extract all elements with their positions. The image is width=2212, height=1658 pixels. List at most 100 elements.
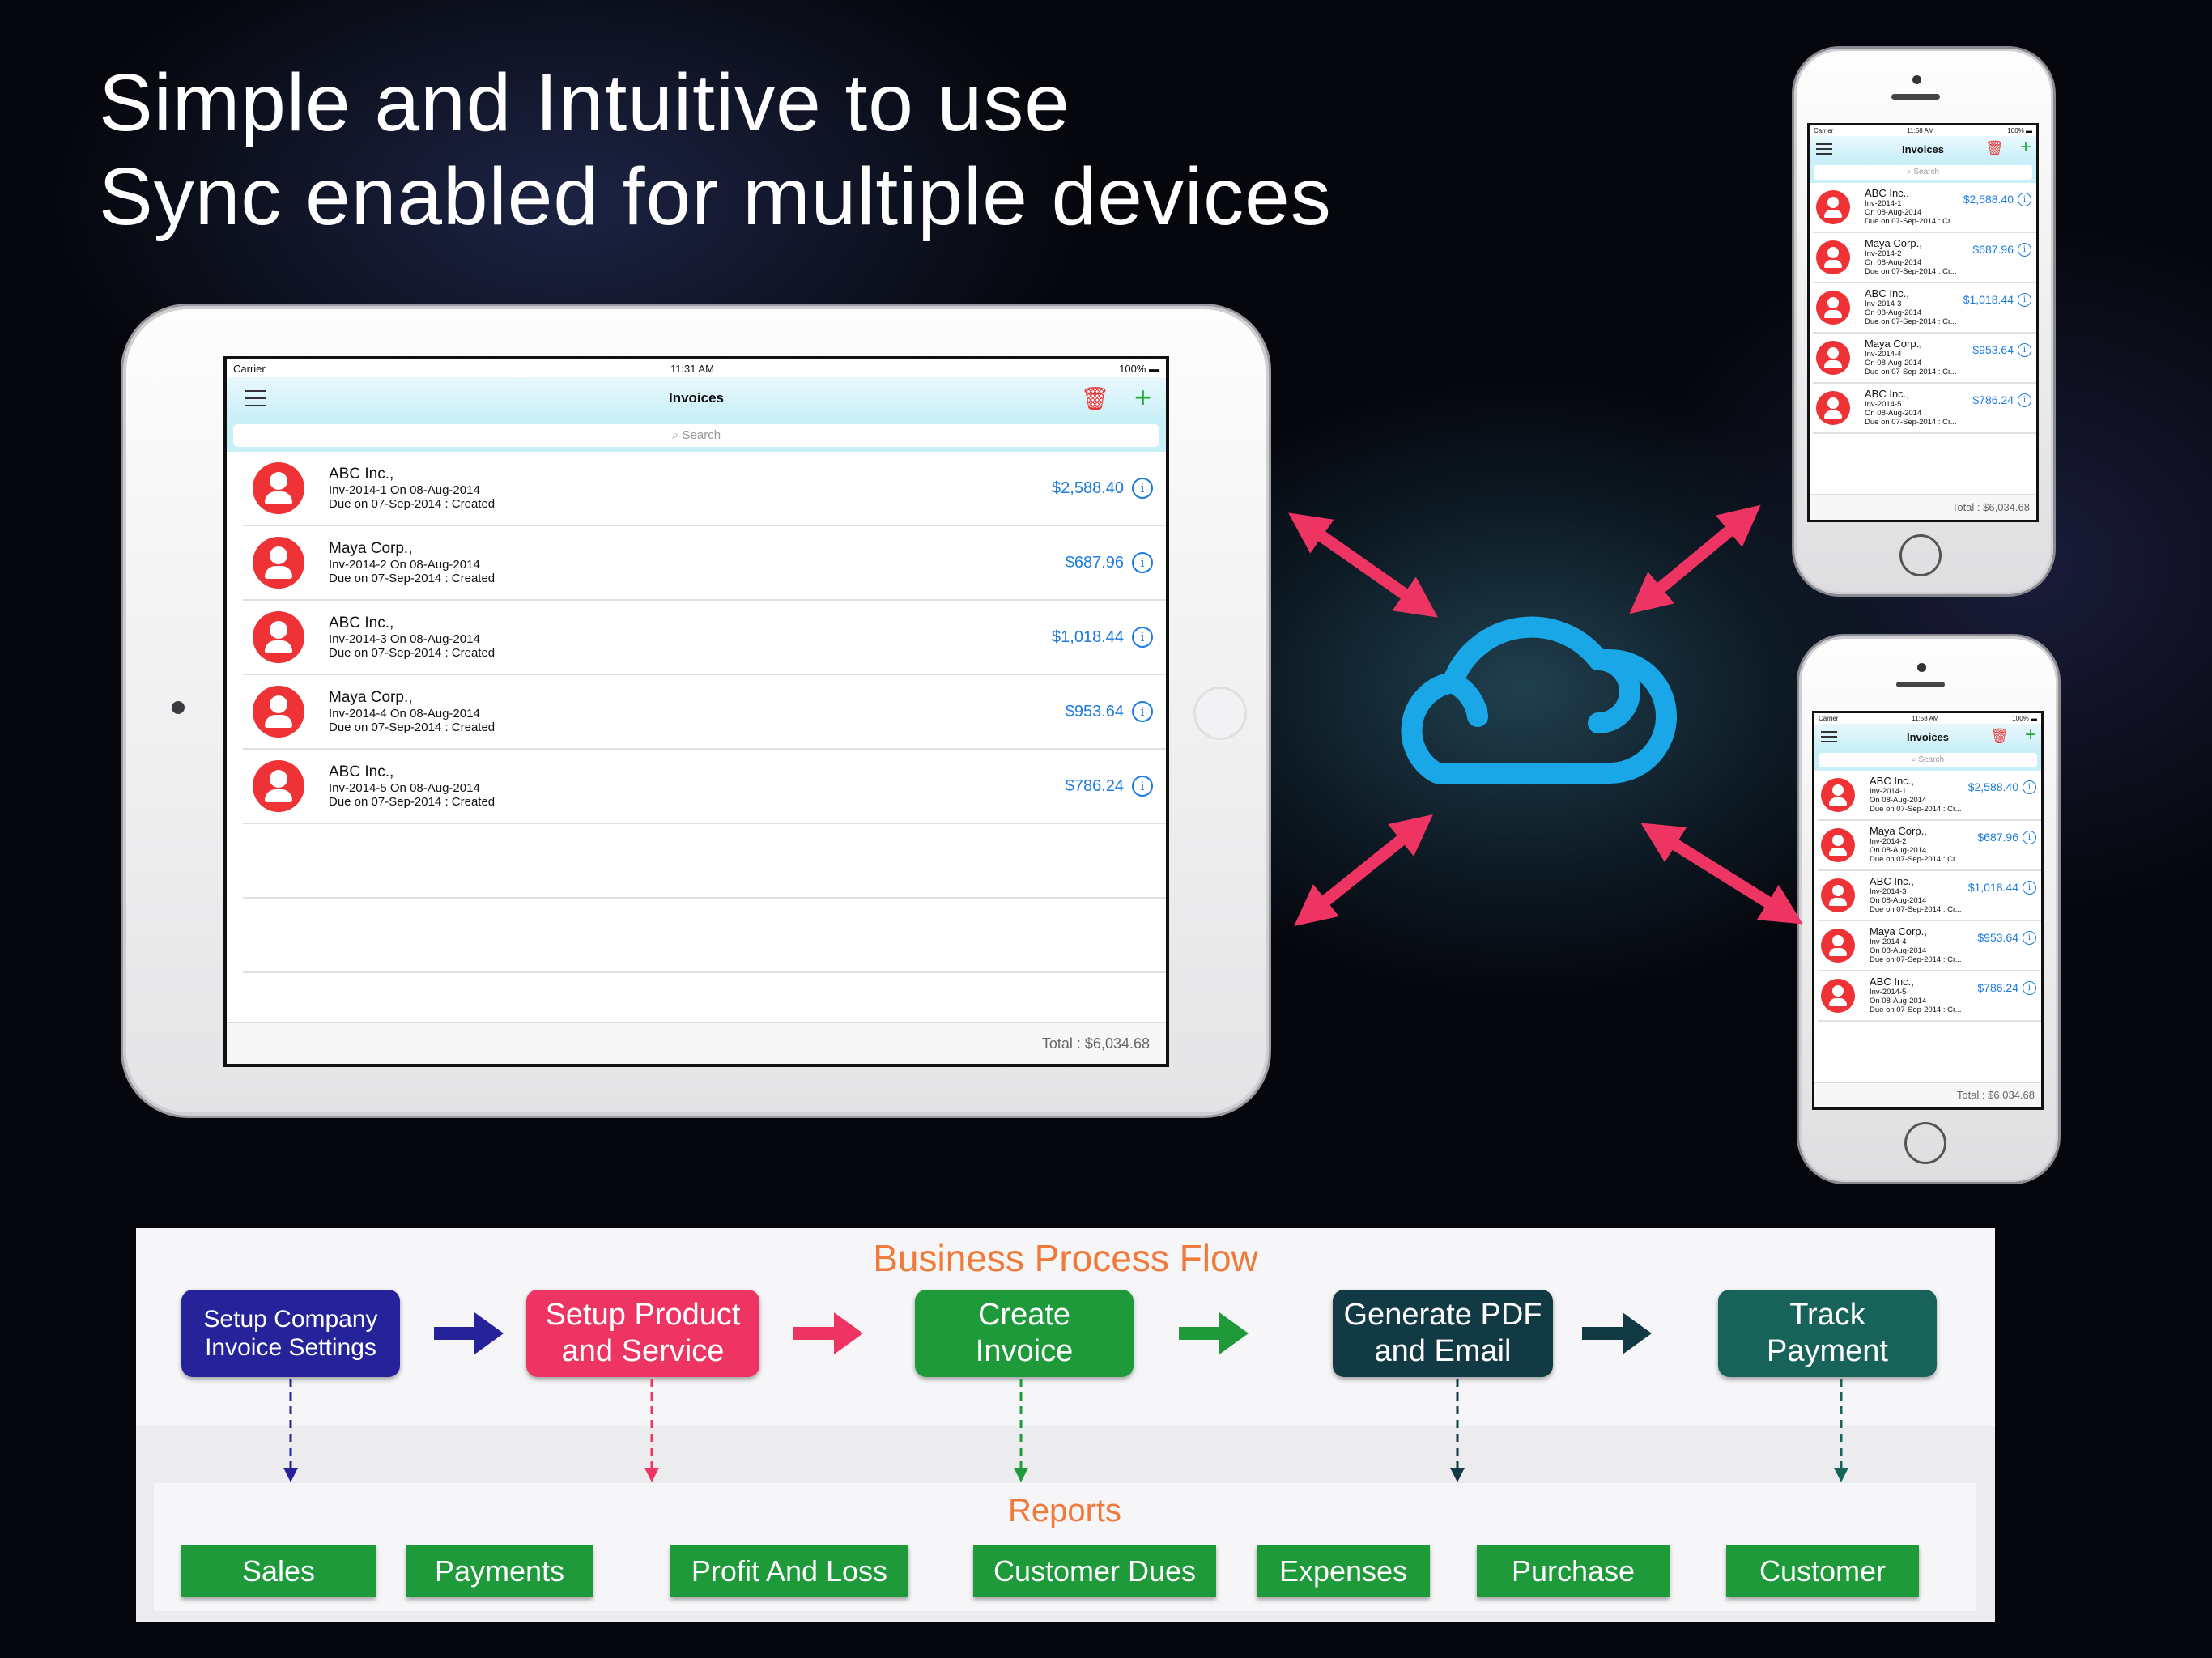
info-icon[interactable]: i [1132,552,1153,573]
iphone-home-button[interactable] [1904,1122,1946,1164]
step-setup-company[interactable]: Setup Company Invoice Settings [181,1290,400,1377]
info-icon[interactable]: i [2018,243,2031,257]
step-setup-product[interactable]: Setup Product and Service [526,1290,759,1377]
invoice-company: Maya Corp., [1865,237,1922,250]
invoice-date: On 08-Aug-2014 [1865,258,1922,267]
plus-icon[interactable]: + [2024,724,2036,746]
report-customer-button[interactable]: Customer [1726,1545,1919,1597]
trash-icon[interactable]: 🗑 [1080,386,1109,411]
person-avatar-icon [1821,778,1855,812]
invoice-company: Maya Corp., [1870,825,1927,838]
invoice-date: On 08-Aug-2014 [389,780,480,795]
invoice-amount: $1,018.44 [1963,293,2014,306]
invoice-amount: $687.96 [1977,831,2018,844]
search-placeholder: Search [1913,168,1940,176]
invoice-due: Due on 07-Sep-2014 : Cr... [1865,216,1957,226]
invoice-amount: $2,588.40 [1967,780,2018,793]
iphone-home-button[interactable] [1899,534,1942,576]
search-placeholder: Search [682,428,721,442]
invoice-date: On 08-Aug-2014 [1865,359,1922,368]
info-icon[interactable]: i [2023,981,2036,995]
sync-diagram [1288,504,1803,926]
report-expenses-button[interactable]: Expenses [1257,1545,1430,1597]
invoice-number: Inv-2014-2 [1865,249,1902,259]
step-label: Setup Company Invoice Settings [203,1305,378,1361]
info-icon[interactable]: i [2018,393,2031,407]
info-icon[interactable]: i [1132,478,1153,499]
step-generate-pdf[interactable]: Generate PDF and Email [1333,1290,1553,1377]
sync-arrow-iphone-top [1629,504,1761,614]
person-avatar-icon [253,611,304,663]
invoice-due: Due on 07-Sep-2014 : Cr... [1865,367,1957,376]
search-input[interactable]: ⌕ Search [1819,753,2037,767]
trash-icon[interactable]: 🗑 [1990,728,2009,744]
info-icon[interactable]: i [1132,701,1153,722]
info-icon[interactable]: i [2023,881,2036,895]
empty-row [243,824,1166,899]
ipad-camera [172,701,185,714]
plus-icon[interactable]: + [2019,136,2031,158]
info-icon[interactable]: i [2018,293,2031,307]
invoice-company: ABC Inc., [1870,875,1914,888]
plus-icon[interactable]: + [1134,380,1151,414]
report-sales-button[interactable]: Sales [181,1545,376,1597]
search-bar: ⌕ Search [227,419,1166,452]
report-payments-button[interactable]: Payments [406,1545,593,1597]
invoice-date: On 08-Aug-2014 [389,483,480,497]
info-icon[interactable]: i [1132,776,1153,797]
person-avatar-icon [1821,828,1855,862]
report-customer-dues-button[interactable]: Customer Dues [973,1545,1216,1597]
invoice-number: Inv-2014-1 [1865,199,1902,209]
invoice-due: Due on 07-Sep-2014 : Cr... [1870,804,1962,814]
info-icon[interactable]: i [2023,831,2036,844]
iphone-camera [1912,75,1921,84]
report-purchase-button[interactable]: Purchase [1477,1545,1670,1597]
person-avatar-icon [1816,391,1850,425]
invoice-amount: $786.24 [1972,393,2014,406]
info-icon[interactable]: i [2018,193,2031,206]
info-icon[interactable]: i [1132,627,1153,648]
info-icon[interactable]: i [2018,343,2031,357]
step-track-payment[interactable]: Track Payment [1718,1290,1937,1377]
invoice-company: ABC Inc., [329,614,394,631]
step-create-invoice[interactable]: Create Invoice [915,1290,1134,1377]
ipad-home-button[interactable] [1193,687,1247,740]
trash-icon[interactable]: 🗑 [1985,140,2004,156]
search-input[interactable]: ⌕ Search [233,424,1159,447]
invoice-number: Inv-2014-3 [1870,887,1907,897]
invoice-due: Due on 07-Sep-2014 : Cr... [1870,1005,1962,1014]
report-profit-and-loss-button[interactable]: Profit And Loss [670,1545,908,1597]
menu-icon[interactable] [245,390,266,406]
invoice-date: On 08-Aug-2014 [389,631,480,646]
sync-arrow-ipad-top [1288,512,1438,618]
menu-icon[interactable] [1816,143,1832,155]
menu-icon[interactable] [1821,731,1837,742]
search-input[interactable]: ⌕ Search [1814,165,2032,180]
person-avatar-icon [1821,929,1855,963]
info-icon[interactable]: i [2023,931,2036,945]
info-icon[interactable]: i [2023,780,2036,794]
carrier-label: Carrier [233,362,266,375]
